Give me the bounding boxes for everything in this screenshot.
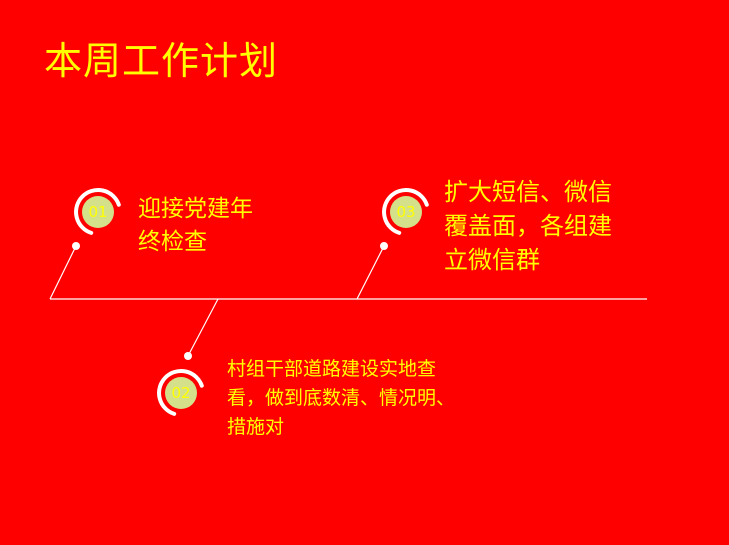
step-text-02: 村组干部道路建设实地查 看，做到底数清、情况明、 措施对 (227, 355, 455, 442)
step-number-03: 03 (396, 203, 416, 221)
step-01-line-1: 迎接党建年 (138, 196, 253, 222)
step-02-line-1: 村组干部道路建设实地查 (227, 358, 437, 380)
step-badge-01: 01 (72, 186, 124, 238)
step-badge-03: 03 (380, 186, 432, 238)
connector-02 (187, 298, 219, 357)
step-03-line-3: 立微信群 (444, 246, 540, 274)
connector-01 (49, 245, 77, 300)
step-01-line-2: 终检查 (138, 229, 207, 255)
connector-dot-01 (72, 242, 80, 250)
step-03-line-2: 覆盖面，各组建 (444, 212, 612, 240)
step-02-line-3: 措施对 (227, 416, 285, 438)
slide-title: 本周工作计划 (44, 39, 279, 83)
step-03-line-1: 扩大短信、微信 (444, 178, 612, 206)
step-text-03: 扩大短信、微信 覆盖面，各组建 立微信群 (444, 175, 612, 277)
step-number-02: 02 (171, 384, 191, 402)
step-number-01: 01 (88, 203, 108, 221)
connector-dot-02 (184, 352, 192, 360)
step-badge-02: 02 (155, 367, 207, 419)
connector-03 (356, 245, 385, 300)
step-02-line-2: 看，做到底数清、情况明、 (227, 387, 456, 409)
step-text-01: 迎接党建年 终检查 (138, 193, 253, 259)
connector-dot-03 (380, 242, 388, 250)
